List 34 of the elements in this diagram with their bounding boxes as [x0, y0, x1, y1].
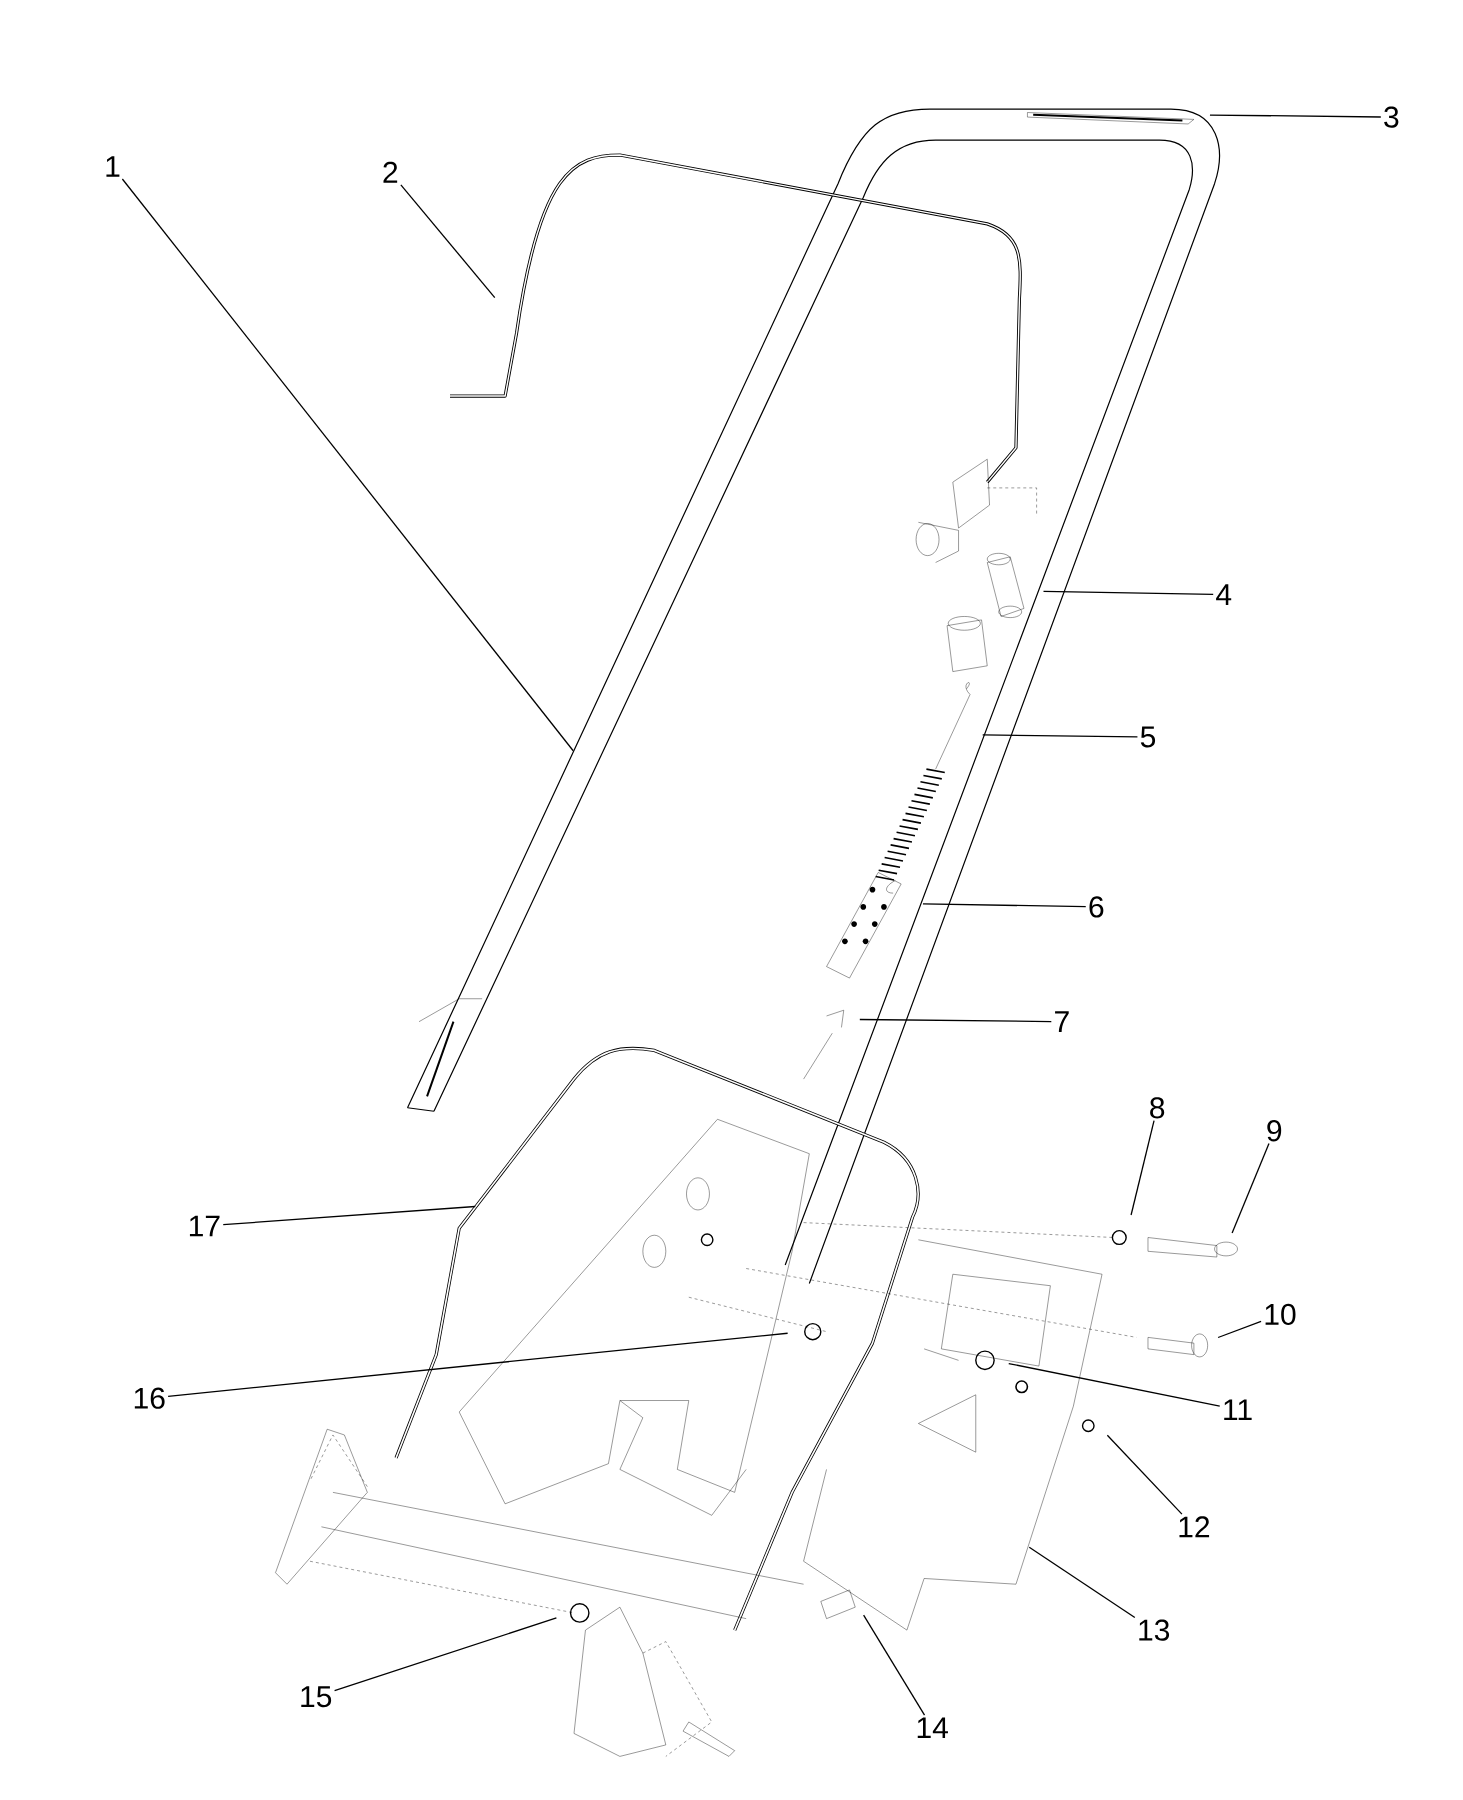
leader-line	[1231, 1142, 1270, 1234]
leader-line	[1008, 1362, 1221, 1407]
leader-line	[1130, 1119, 1155, 1216]
callout-number: 7	[1055, 1011, 1069, 1032]
callout-number: 9	[1267, 1120, 1282, 1142]
callout-number: 6	[1089, 896, 1104, 918]
leader-line	[922, 903, 1087, 908]
leader-line	[1209, 114, 1382, 118]
callout-number: 13	[1139, 1619, 1170, 1641]
callout-number: 3	[1384, 106, 1399, 128]
leader-line	[121, 178, 575, 752]
leader-line	[1106, 1434, 1183, 1515]
callout-number: 1	[106, 156, 120, 177]
leader-line	[1217, 1320, 1262, 1339]
leader-line	[1043, 590, 1215, 596]
callout-number: 2	[383, 161, 398, 183]
leader-line	[863, 1614, 926, 1716]
callout-number: 14	[918, 1717, 949, 1738]
callout-number: 10	[1265, 1303, 1296, 1326]
leader-line	[1028, 1546, 1136, 1619]
callout-number: 12	[1179, 1516, 1210, 1538]
callout-number: 17	[190, 1215, 220, 1237]
callout-number: 5	[1141, 726, 1156, 748]
leader-line	[400, 184, 496, 299]
callout-number: 8	[1150, 1097, 1165, 1119]
callout-number: 4	[1216, 584, 1232, 605]
leader-line	[334, 1617, 558, 1692]
callout-number: 16	[135, 1387, 165, 1409]
leader-line	[222, 1205, 477, 1226]
leader-line	[982, 734, 1139, 738]
callout-number: 15	[301, 1686, 332, 1708]
callout-number: 11	[1224, 1399, 1252, 1421]
leader-line	[859, 1018, 1053, 1023]
leader-line	[167, 1332, 789, 1397]
